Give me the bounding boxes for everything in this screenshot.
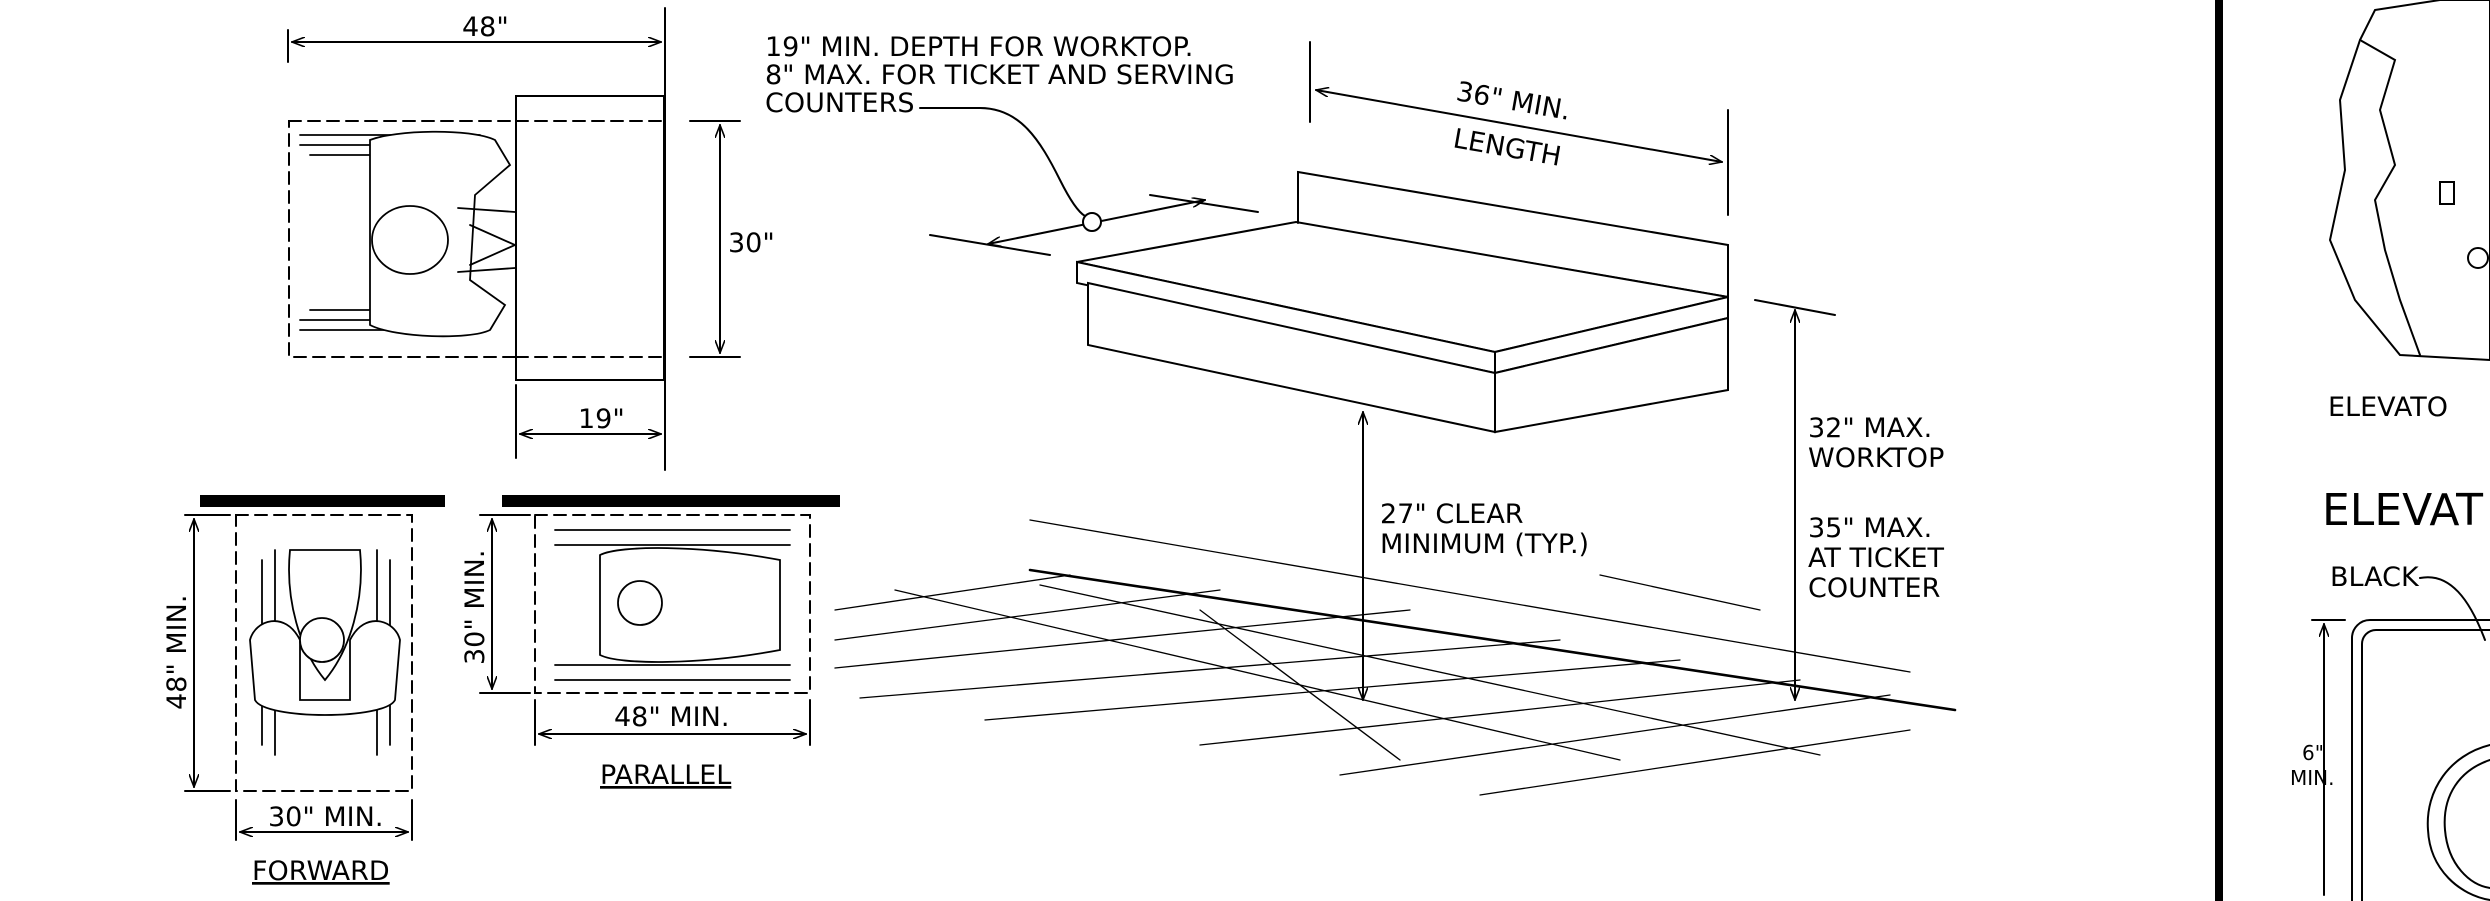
depth-note-line-1: 19" MIN. DEPTH FOR WORKTOP. bbox=[765, 32, 1193, 63]
clear-label-2: MINIMUM (TYP.) bbox=[1380, 529, 1589, 560]
depth-note-leader bbox=[919, 107, 1086, 217]
depth-note-line-3: COUNTERS bbox=[765, 88, 915, 119]
parallel-title: PARALLEL bbox=[600, 760, 731, 791]
height-label-1: 32" MAX. bbox=[1808, 413, 1932, 444]
panel-outer bbox=[2351, 619, 2490, 901]
counter-perspective: 19" MIN. DEPTH FOR WORKTOP. 8" MAX. FOR … bbox=[765, 32, 1957, 796]
top-depth-label: 30" bbox=[728, 228, 775, 259]
panel-inner bbox=[2361, 629, 2490, 901]
black-label: BLACK bbox=[2330, 562, 2420, 593]
counter-plan bbox=[515, 95, 665, 381]
elevator-sketch bbox=[2328, 0, 2490, 362]
top-knee-label: 19" bbox=[578, 404, 625, 435]
elevator-caption: ELEVATO bbox=[2328, 392, 2448, 423]
height-label-5: COUNTER bbox=[1808, 573, 1940, 604]
clear-label-1: 27" CLEAR bbox=[1380, 499, 1524, 530]
forward-approach: 48" MIN. 30" MIN. FORWARD bbox=[162, 495, 445, 887]
floor-grid bbox=[834, 519, 1957, 796]
counter-depth-extension-2 bbox=[1149, 194, 1259, 213]
elevator-heading: ELEVAT bbox=[2322, 485, 2483, 536]
leader-dot bbox=[1082, 212, 1102, 232]
wheelchair-occupant-parallel bbox=[554, 529, 791, 681]
wheelchair-occupant-forward bbox=[249, 549, 401, 756]
parallel-wall bbox=[502, 495, 840, 507]
wheelchair-occupant-top bbox=[299, 130, 518, 338]
black-leader bbox=[2419, 576, 2486, 641]
counter-depth-extension-1 bbox=[929, 234, 1051, 256]
height-label-2: WORKTOP bbox=[1808, 443, 1944, 474]
forward-title: FORWARD bbox=[252, 856, 390, 887]
parallel-height-label: 30" MIN. bbox=[460, 550, 491, 665]
height-label-4: AT TICKET bbox=[1808, 543, 1945, 574]
min-label-2: MIN. bbox=[2290, 766, 2334, 790]
forward-wall bbox=[200, 495, 445, 507]
height-label-3: 35" MAX. bbox=[1808, 513, 1932, 544]
forward-height-label: 48" MIN. bbox=[162, 595, 193, 710]
counter-block bbox=[1076, 170, 1729, 434]
parallel-clear-space bbox=[534, 514, 811, 694]
length-dim-line bbox=[1316, 90, 1722, 162]
forward-width-label: 30" MIN. bbox=[268, 802, 383, 833]
panel-circle-inner bbox=[2443, 759, 2490, 889]
forward-clear-space bbox=[235, 514, 413, 792]
length-label-1: 36" MIN. bbox=[1454, 76, 1573, 127]
top-width-label: 48" bbox=[462, 12, 509, 43]
parallel-width-label: 48" MIN. bbox=[614, 702, 729, 733]
elevator-panel: ELEVATO ELEVAT BLACK 6" MIN. bbox=[2215, 0, 2490, 901]
min-label-1: 6" bbox=[2302, 741, 2324, 765]
top-plan-view: 48" 30" 19" bbox=[287, 7, 775, 471]
sheet-divider bbox=[2215, 0, 2223, 901]
depth-note-line-2: 8" MAX. FOR TICKET AND SERVING bbox=[765, 60, 1235, 91]
panel-circle bbox=[2426, 744, 2490, 901]
parallel-approach: 30" MIN. 48" MIN. PARALLEL bbox=[460, 495, 840, 791]
